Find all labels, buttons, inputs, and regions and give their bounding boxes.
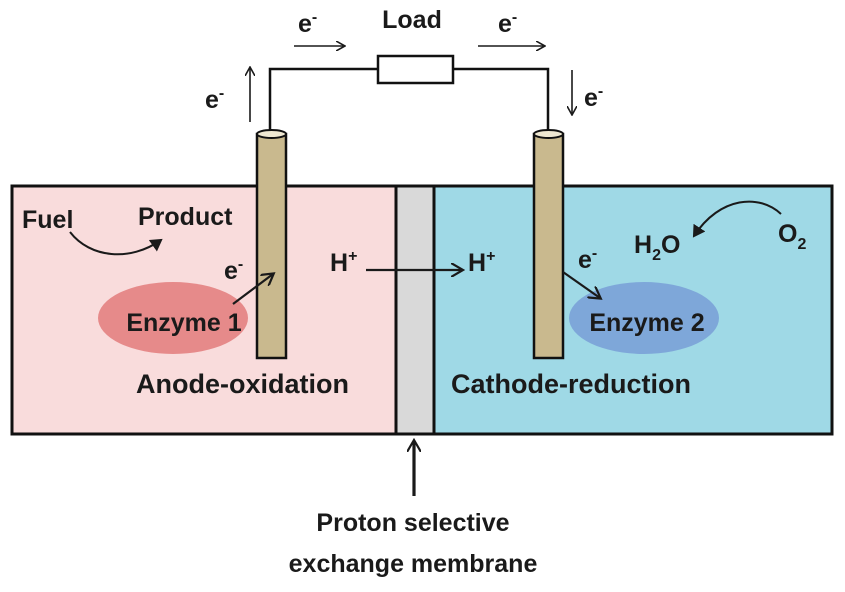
electron-charge: - <box>592 245 597 262</box>
water-h: H <box>634 231 652 259</box>
enzyme-1-to-anode-arrow <box>232 274 273 305</box>
fuel-label: Fuel <box>22 206 73 234</box>
cathode-to-enzyme-2-arrow <box>562 271 600 298</box>
electron-label-cathode: e- <box>578 245 597 274</box>
membrane-caption-line-1: Proton selective <box>316 509 509 537</box>
oxygen-o: O <box>778 220 797 248</box>
load-label: Load <box>382 6 442 34</box>
oxygen-label: O2 <box>778 220 806 253</box>
electron-charge: - <box>598 83 603 100</box>
electron-label-down: e- <box>584 83 603 112</box>
anode-label: Anode-oxidation <box>136 369 349 399</box>
electron-base: e <box>584 84 598 112</box>
water-o: O <box>661 231 680 259</box>
circuit-wire-right <box>453 67 550 132</box>
product-label: Product <box>138 203 233 231</box>
cathode-label: Cathode-reduction <box>451 369 691 399</box>
electron-base: e <box>578 246 592 274</box>
electron-charge: - <box>512 9 517 26</box>
oxygen-to-water-arrow <box>692 200 782 238</box>
proton-label-left: H+ <box>330 248 357 277</box>
electron-base: e <box>205 86 219 114</box>
enzyme-1-blob <box>98 282 248 354</box>
electron-charge: - <box>219 85 224 102</box>
anode-electrode <box>255 129 288 360</box>
electron-base: e <box>498 10 512 38</box>
proton-base: H <box>468 249 486 277</box>
proton-label-right: H+ <box>468 248 495 277</box>
membrane-caption-line-2: exchange membrane <box>289 550 538 578</box>
cathode-electrode <box>532 129 565 360</box>
load-resistor <box>376 54 455 85</box>
electron-label-top-left: e- <box>298 9 317 38</box>
fuel-to-product-arrow <box>69 231 163 256</box>
electron-charge: - <box>238 256 243 273</box>
electron-base: e <box>224 257 238 285</box>
electron-label-anode: e- <box>224 256 243 285</box>
electron-label-up: e- <box>205 85 224 114</box>
electron-charge: - <box>312 9 317 26</box>
circuit-wire <box>268 67 378 132</box>
water-subscript: 2 <box>652 247 661 264</box>
enzyme-2-label: Enzyme 2 <box>589 309 704 337</box>
oxygen-subscript: 2 <box>797 236 806 253</box>
electron-base: e <box>298 10 312 38</box>
enzyme-1-label: Enzyme 1 <box>126 309 241 337</box>
enzyme-2-blob <box>569 282 719 354</box>
water-label: H2O <box>634 231 680 264</box>
proton-charge: + <box>348 248 357 265</box>
proton-base: H <box>330 249 348 277</box>
proton-charge: + <box>486 248 495 265</box>
exchange-membrane <box>394 184 436 436</box>
electron-label-top-right: e- <box>498 9 517 38</box>
